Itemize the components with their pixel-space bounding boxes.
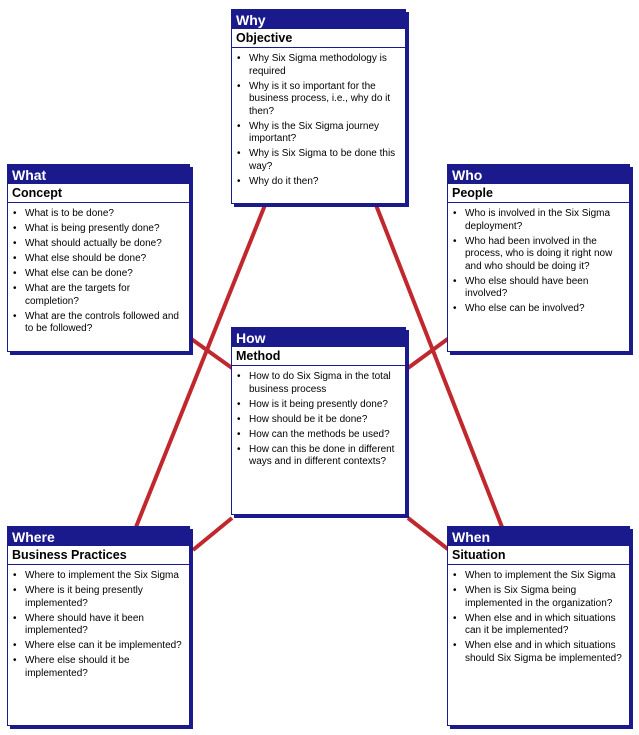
connector-why-when [374, 204, 504, 528]
list-item: How to do Six Sigma in the total busines… [236, 371, 401, 396]
who-subtitle: People [448, 184, 629, 203]
connector-who-how [406, 336, 451, 370]
list-item: When is Six Sigma being implemented in t… [452, 585, 625, 610]
how-subtitle: Method [232, 347, 405, 366]
list-item: Where is it being presently implemented? [12, 585, 185, 610]
list-item: What should actually be done? [12, 238, 185, 251]
list-item: Why Six Sigma methodology is required [236, 53, 401, 78]
list-item: Why is it so important for the business … [236, 81, 401, 119]
list-item: What are the targets for completion? [12, 283, 185, 308]
connector-why-where [134, 204, 267, 528]
list-item: Who else should have been involved? [452, 276, 625, 301]
connector-what-how [188, 336, 234, 370]
list-item: Who had been involved in the process, wh… [452, 236, 625, 274]
who-box: Who People Who is involved in the Six Si… [447, 164, 630, 352]
list-item: How should be it be done? [236, 414, 401, 427]
what-box: What Concept What is to be done?What is … [7, 164, 190, 352]
why-box: Why Objective Why Six Sigma methodology … [231, 9, 406, 204]
list-item: What else can be done? [12, 268, 185, 281]
how-list: How to do Six Sigma in the total busines… [232, 366, 405, 469]
what-title: What [8, 165, 189, 184]
where-list: Where to implement the Six SigmaWhere is… [8, 565, 189, 680]
who-title: Who [448, 165, 629, 184]
what-list: What is to be done? What is being present… [8, 203, 189, 336]
where-title: Where [8, 527, 189, 546]
connector-how-when [406, 516, 451, 552]
list-item: How is it being presently done? [236, 399, 401, 412]
list-item: Where to implement the Six Sigma [12, 570, 185, 583]
list-item: When to implement the Six Sigma [452, 570, 625, 583]
list-item: What else should be done? [12, 253, 185, 266]
list-item: Why is the Six Sigma journey important? [236, 121, 401, 146]
what-subtitle: Concept [8, 184, 189, 203]
connector-how-where [191, 516, 234, 552]
when-title: When [448, 527, 629, 546]
list-item: How can this be done in different ways a… [236, 444, 401, 469]
where-subtitle: Business Practices [8, 546, 189, 565]
how-title: How [232, 328, 405, 347]
when-box: When Situation When to implement the Six… [447, 526, 630, 726]
where-box: Where Business Practices Where to implem… [7, 526, 190, 726]
when-subtitle: Situation [448, 546, 629, 565]
list-item: Who is involved in the Six Sigma deploym… [452, 208, 625, 233]
list-item: Who else can be involved? [452, 303, 625, 316]
list-item: What is to be done? [12, 208, 185, 221]
when-list: When to implement the Six SigmaWhen is S… [448, 565, 629, 665]
list-item: Where else should it be implemented? [12, 655, 185, 680]
how-box: How Method How to do Six Sigma in the to… [231, 327, 406, 515]
list-item: Why do it then? [236, 176, 401, 189]
list-item: When else and in which situations can it… [452, 613, 625, 638]
list-item: What are the controls followed and to be… [12, 311, 185, 336]
why-subtitle: Objective [232, 29, 405, 48]
list-item: Where should have it been implemented? [12, 613, 185, 638]
list-item: Where else can it be implemented? [12, 640, 185, 653]
list-item: When else and in which situations should… [452, 640, 625, 665]
who-list: Who is involved in the Six Sigma deploym… [448, 203, 629, 316]
list-item: Why is Six Sigma to be done this way? [236, 148, 401, 173]
why-list: Why Six Sigma methodology is requiredWhy… [232, 48, 405, 188]
why-title: Why [232, 10, 405, 29]
list-item: What is being presently done? [12, 223, 185, 236]
list-item: How can the methods be used? [236, 429, 401, 442]
